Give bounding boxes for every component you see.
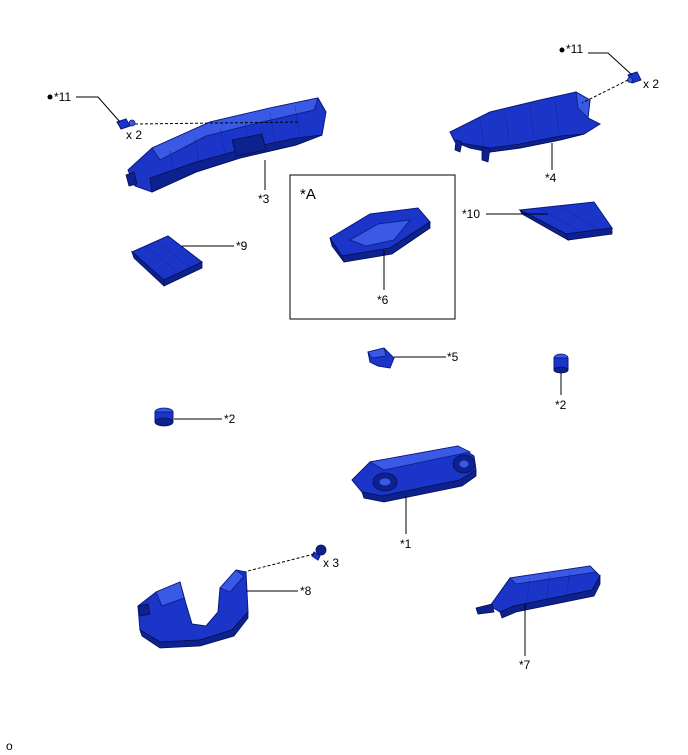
dash-line-11-left [134,121,301,125]
label-x2-left: x 2 [126,128,142,142]
part-3-upper-cover [125,97,327,193]
part-5-clip [367,347,395,369]
part-1-switch-assembly [351,445,477,503]
leader-11-left [76,96,121,123]
label-11-left: *11 [54,90,71,104]
clip-11-right [627,71,642,84]
label-4: *4 [545,171,557,185]
corner-code: o [6,739,13,753]
dash-line-screw [243,553,315,573]
label-6: *6 [377,293,389,307]
leader-11-right [588,52,633,76]
part-10-panel [518,201,613,241]
label-9: *9 [236,239,248,253]
part-7-lower-panel [475,565,601,619]
label-3: *3 [258,192,270,206]
label-2-left: *2 [224,412,236,426]
clip-11-left [116,118,136,130]
bullet-11-right-icon [559,47,565,53]
dash-line-11-right [581,79,629,104]
label-7: *7 [519,658,531,672]
detail-box-A [289,174,456,320]
part-2-left-knob [154,407,174,427]
label-1: *1 [400,537,412,551]
part-2-right-knob [553,353,569,374]
part-8-lower-cover [137,569,249,649]
label-11-right: *11 [566,42,583,56]
label-10: *10 [462,207,480,221]
screw-icon [311,544,327,561]
label-x3: x 3 [323,556,339,570]
label-2-right: *2 [555,398,567,412]
bullet-11-left-icon [47,94,53,100]
label-A: *A [300,186,316,203]
label-5: *5 [447,350,459,364]
label-8: *8 [300,584,312,598]
part-4-upper-cover [449,91,602,163]
part-9-panel [131,235,203,287]
part-6-bezel [329,207,431,263]
label-x2-right: x 2 [643,77,659,91]
